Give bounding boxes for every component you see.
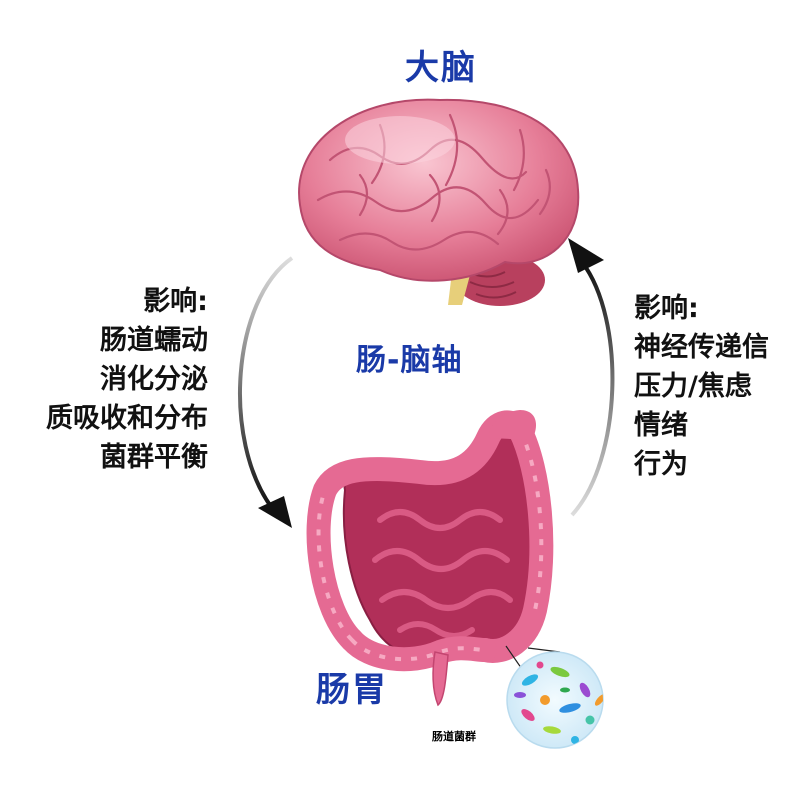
gut-effects-on-brain: 影响: 神经传递信 压力/焦虑 情绪 行为 [634,289,769,484]
left-effect-item: 质吸收和分布 [46,403,208,434]
microbiota-label: 肠道菌群 [432,730,476,743]
right-effect-item: 情绪 [634,410,688,441]
brain-effects-on-gut: 影响: 肠道蠕动 消化分泌 质吸收和分布 菌群平衡 [46,282,208,477]
right-effect-item: 神经传递信 [634,332,769,363]
right-effects-heading: 影响: [634,293,699,324]
gut-brain-axis-label: 肠-脑轴 [356,343,463,378]
right-effect-item: 行为 [634,449,688,480]
intestine-illustration [306,410,554,707]
arrow-brain-to-gut [238,256,294,528]
microbiota-callout [505,645,604,749]
left-effect-item: 菌群平衡 [100,442,208,473]
arrow-gut-to-brain [568,238,615,517]
left-effects-heading: 影响: [143,286,208,317]
left-effect-item: 消化分泌 [100,364,208,395]
gut-label: 肠胃 [316,670,388,710]
right-effect-item: 压力/焦虑 [634,371,752,402]
brain-label: 大脑 [405,48,477,88]
left-effect-item: 肠道蠕动 [100,325,208,356]
brain-illustration [298,98,580,306]
